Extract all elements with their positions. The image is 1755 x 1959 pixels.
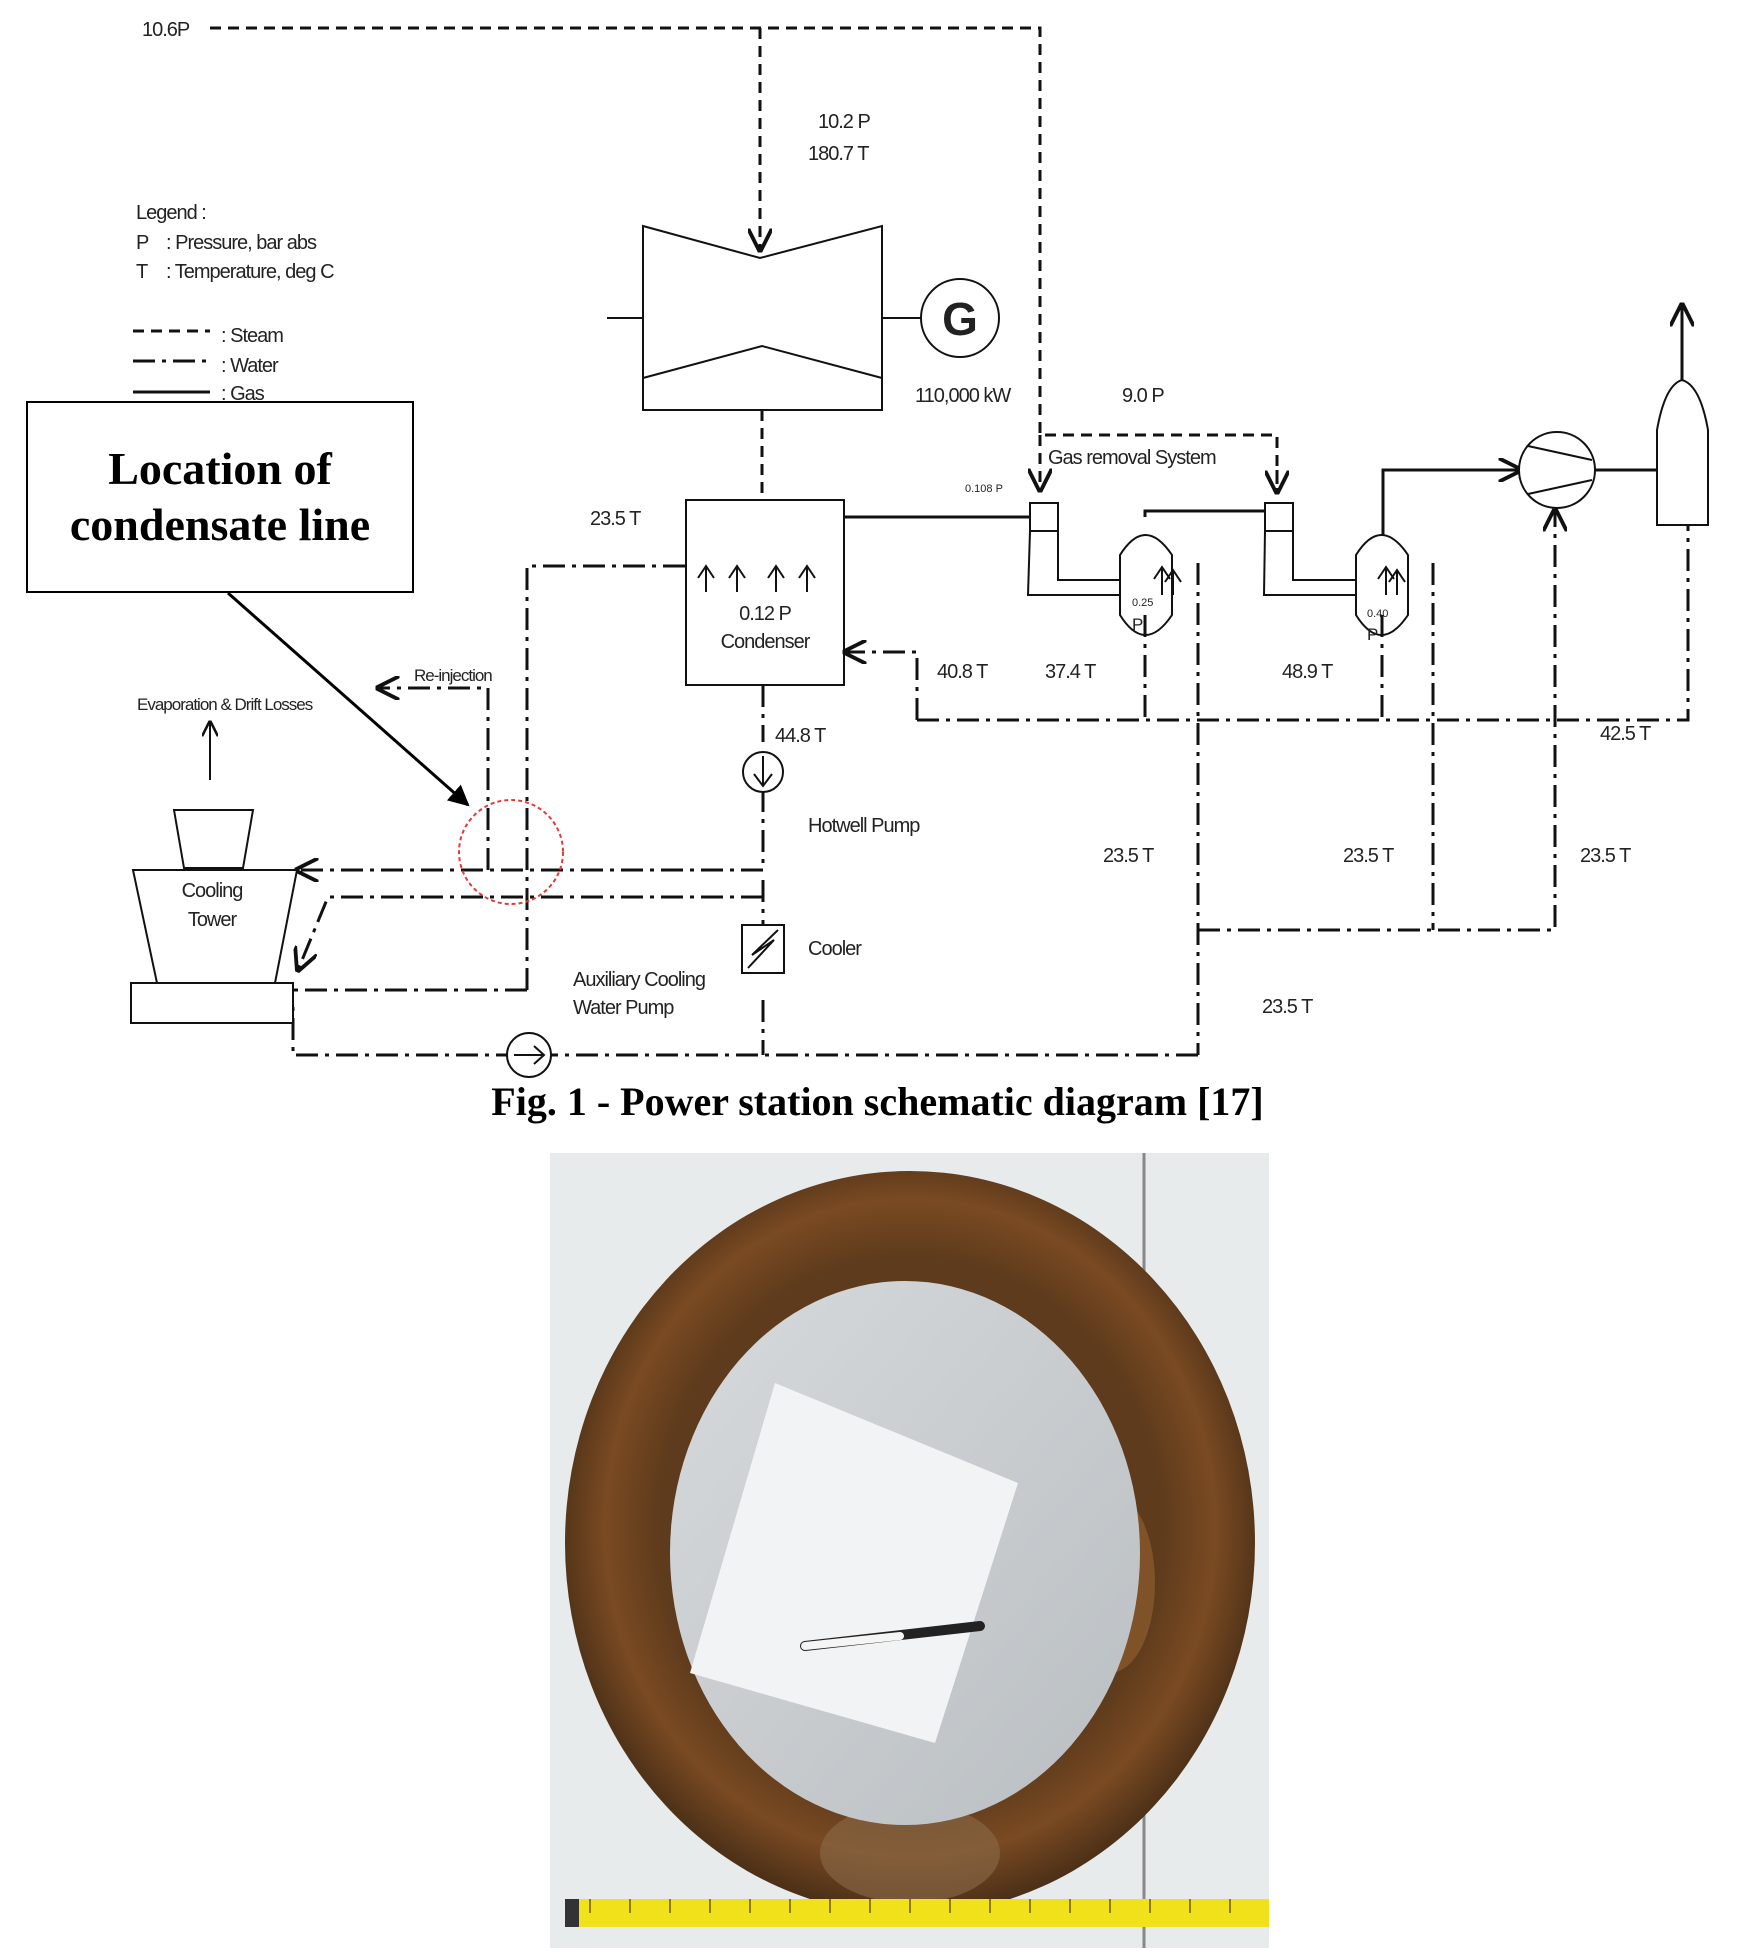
intercondenser-2 <box>1355 534 1409 636</box>
legend-gas-desc: : Gas <box>221 383 265 405</box>
vent-stack <box>1656 378 1709 526</box>
gas-removal-pressure-label: 9.0 P <box>1122 385 1164 407</box>
ejector-pressure-label: 0.108 P <box>965 483 1003 495</box>
condenser-sprays <box>697 564 816 592</box>
steam-lines <box>210 26 1277 500</box>
legend-p-key: P <box>136 232 149 254</box>
measuring-tape <box>565 1899 1269 1927</box>
water-lines <box>291 510 1690 1057</box>
aux-pump-label-2: Water Pump <box>573 997 674 1019</box>
legend-t-desc: : Temperature, deg C <box>166 261 334 283</box>
condensate-pipe-photo <box>550 1153 1269 1948</box>
evaporation-label: Evaporation & Drift Losses <box>137 695 313 714</box>
condenser-label: Condenser <box>721 631 811 653</box>
figure-caption: Fig. 1 - Power station schematic diagram… <box>491 1079 1264 1124</box>
condenser-pressure-label: 0.12 P <box>739 603 791 625</box>
cooler-icon <box>741 924 785 974</box>
legend-water-desc: : Water <box>221 355 279 377</box>
condenser <box>685 499 845 686</box>
cooling-tower-label-2: Tower <box>188 909 238 931</box>
intercondenser-2-p-label: P <box>1367 625 1378 644</box>
inlet-pressure-label: 10.6P <box>142 19 190 41</box>
gas-lines <box>844 305 1682 553</box>
hotwell-temp-label: 44.8 T <box>775 725 826 747</box>
steam-ejector-2 <box>1262 502 1356 596</box>
hotwell-pump-label: Hotwell Pump <box>808 815 920 837</box>
callout-line-2: condensate line <box>69 499 371 550</box>
generator-label: G <box>942 293 978 345</box>
compressor-icon <box>1518 431 1596 509</box>
callout-line-1: Location of <box>108 443 332 494</box>
intercondenser-2-pressure-label: 0.40 <box>1367 608 1388 620</box>
generator-output-label: 110,000 kW <box>915 385 1011 407</box>
power-station-schematic: Legend : P : Pressure, bar abs T : Tempe… <box>130 19 1709 1078</box>
intercondenser-1-pressure-label: 0.25 <box>1132 597 1153 609</box>
cooling-tower-label-1: Cooling <box>182 880 243 902</box>
turbine <box>607 224 921 411</box>
legend-title: Legend : <box>136 202 206 224</box>
condensate-line-callout: Location of condensate line <box>26 401 414 593</box>
return-temp-2-label: 37.4 T <box>1045 661 1096 683</box>
reinjection-label: Re-injection <box>414 666 492 685</box>
turbine-pressure-label: 10.2 P <box>818 111 870 133</box>
callout-pointer-arrow <box>227 591 470 807</box>
legend: Legend : P : Pressure, bar abs T : Tempe… <box>133 202 335 405</box>
intercondenser-1-p-label: P <box>1132 615 1143 634</box>
cooler-label: Cooler <box>808 938 862 960</box>
intercondenser-1 <box>1119 534 1182 636</box>
paper-sheet <box>690 1383 1018 1743</box>
aux-pump-label-1: Auxiliary Cooling <box>573 969 705 991</box>
condensate-line-highlight <box>458 799 564 905</box>
gas-removal-system-label: Gas removal System <box>1048 447 1216 469</box>
legend-p-desc: : Pressure, bar abs <box>166 232 317 254</box>
generator-icon <box>920 278 1000 358</box>
legend-t-key: T <box>136 261 148 283</box>
turbine-temp-label: 180.7 T <box>808 143 869 165</box>
legend-steam-desc: : Steam <box>221 325 283 347</box>
cw-temp-3-label: 23.5 T <box>1580 845 1631 867</box>
condenser-inlet-temp-label: 23.5 T <box>590 508 641 530</box>
cw-temp-2-label: 23.5 T <box>1343 845 1394 867</box>
cooling-tower <box>130 809 299 1024</box>
steam-ejector-1 <box>1026 502 1122 596</box>
return-temp-4-label: 42.5 T <box>1600 723 1651 745</box>
cw-temp-1-label: 23.5 T <box>1103 845 1154 867</box>
cw-temp-4-label: 23.5 T <box>1262 996 1313 1018</box>
return-temp-3-label: 48.9 T <box>1282 661 1333 683</box>
return-temp-1-label: 40.8 T <box>937 661 988 683</box>
